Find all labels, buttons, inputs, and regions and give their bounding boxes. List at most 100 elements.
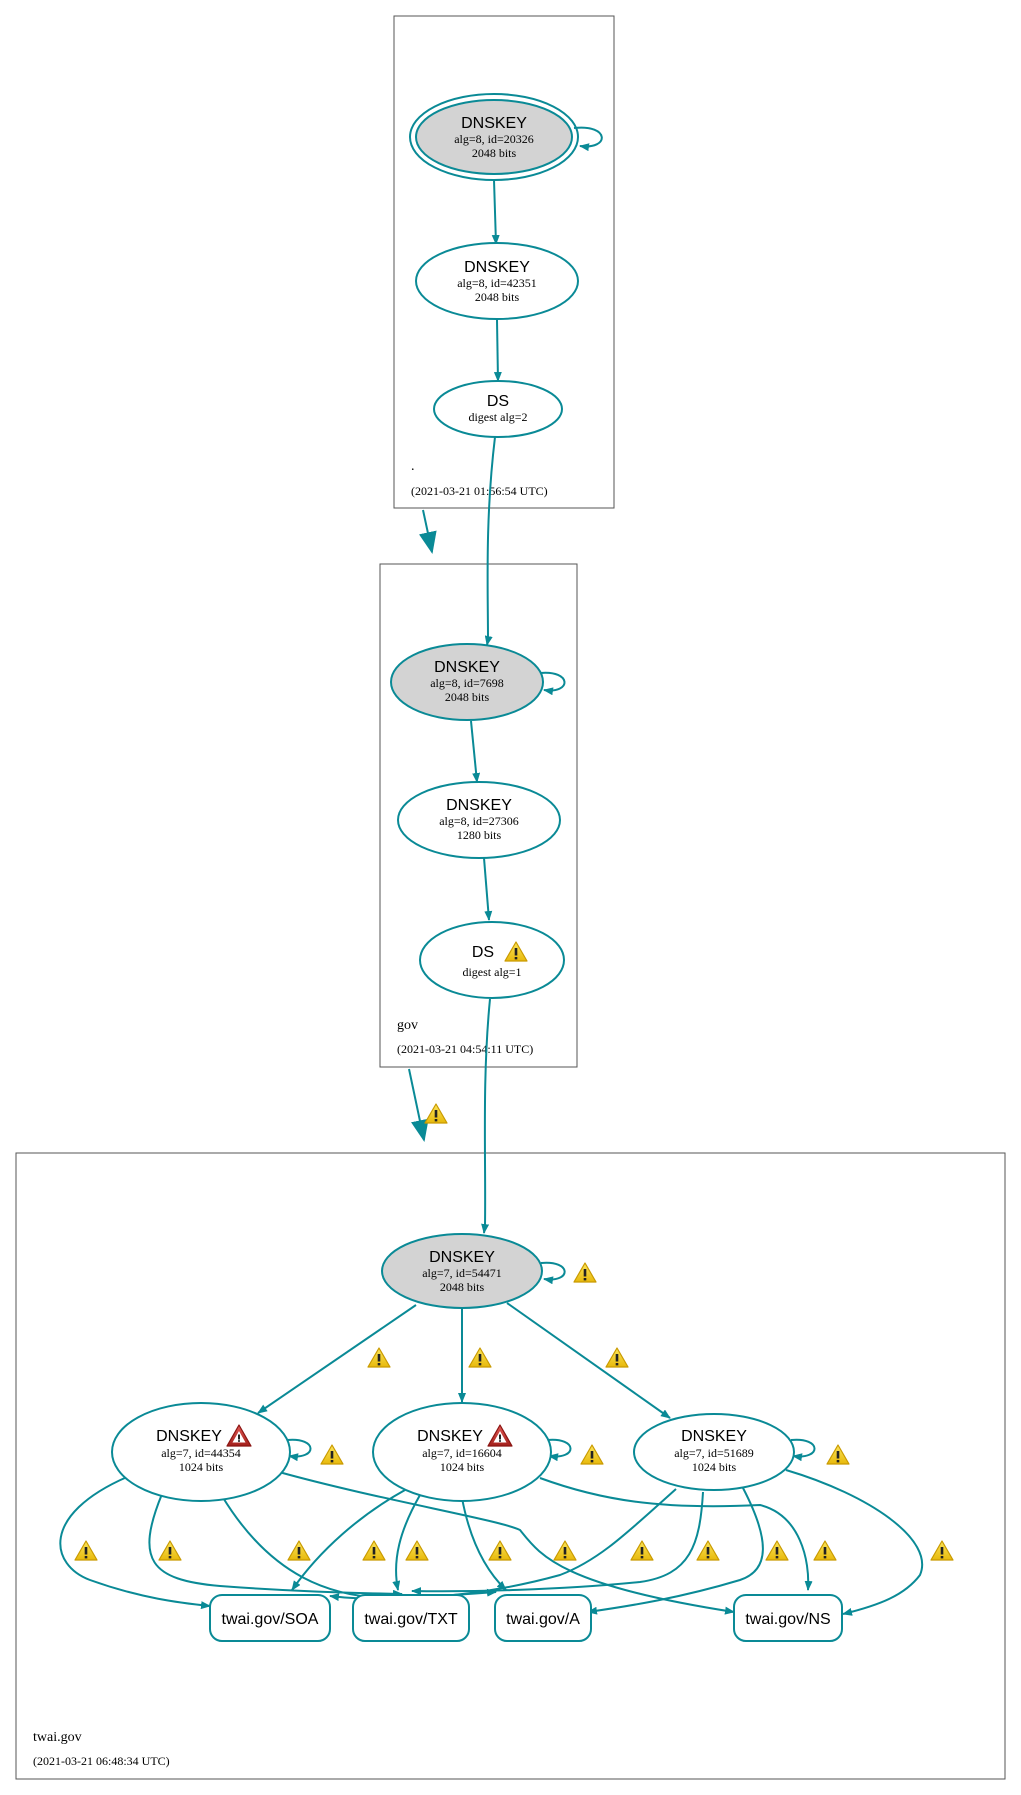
node-twai-zsk2-title: DNSKEY [417,1428,483,1445]
node-gov-ksk-title: DNSKEY [434,659,500,676]
edge-gov-zsk-to-ds [483,857,493,921]
node-twai-zsk1-line1: alg=7, id=44354 [161,1446,241,1460]
node-root-ksk-outer-ring [409,93,579,181]
warning-icon[interactable] [573,1262,597,1283]
warning-icon[interactable] [826,1444,850,1465]
node-gov-ksk[interactable]: DNSKEY alg=8, id=7698 2048 bits [390,643,544,721]
rrset-a[interactable]: twai.gov/A [494,1594,592,1642]
node-twai-ksk-shape [381,1233,543,1309]
edge-root-ksk-to-zsk [491,179,500,245]
node-twai-ksk-title: DNSKEY [429,1249,495,1266]
warning-icon[interactable] [580,1444,604,1465]
edge-zsk2-to-soa [291,1489,406,1591]
rrset-ns[interactable]: twai.gov/NS [733,1594,843,1642]
warning-icon[interactable] [320,1444,344,1465]
warning-icon[interactable] [813,1540,837,1561]
edge-zsk2-to-a [461,1497,507,1591]
node-gov-ksk-line1: alg=8, id=7698 [430,676,504,690]
warning-icon[interactable] [630,1540,654,1561]
edge-zsk3-to-ns [785,1469,923,1616]
rrset-ns-label: twai.gov/NS [745,1611,830,1628]
node-twai-zsk3-shape [633,1413,795,1491]
edge-gov-ksk-to-zsk [470,720,481,783]
node-twai-zsk1-line2: 1024 bits [179,1460,224,1474]
edge-gov-ksk-self [539,671,566,696]
node-root-ksk-line1: alg=8, id=20326 [454,132,534,146]
warning-icon[interactable] [696,1540,720,1561]
node-twai-zsk2[interactable]: DNSKEY alg=7, id=16604 1024 bits [372,1402,552,1502]
edge-twai-zsk1-self [286,1438,312,1462]
rrset-soa-label: twai.gov/SOA [222,1611,319,1628]
node-root-ds[interactable]: DS digest alg=2 [433,380,563,438]
edge-zsk3-to-a [587,1487,764,1615]
node-root-ksk-title: DNSKEY [461,115,527,132]
zone-name-twai-gov: twai.gov [33,1730,82,1745]
edge-root-ksk-self [573,126,603,152]
delegation-edge-gov-to-twai [408,1068,429,1142]
node-twai-ksk[interactable]: DNSKEY alg=7, id=54471 2048 bits [381,1233,543,1309]
rrset-txt[interactable]: twai.gov/TXT [352,1594,470,1642]
zone-timestamp-root: (2021-03-21 01:56:54 UTC) [411,484,548,498]
node-gov-zsk-shape [397,781,561,859]
edge-zsk1-to-ns [278,1471,735,1615]
node-gov-zsk-line2: 1280 bits [457,828,502,842]
node-root-ksk-line2: 2048 bits [472,146,517,160]
edge-zsk2-to-ns [539,1477,813,1591]
edge-twai-ksk-to-zsk1 [257,1304,417,1414]
zone-name-gov: gov [397,1018,418,1033]
warning-icon[interactable] [74,1540,98,1561]
warning-icon[interactable] [362,1540,386,1561]
warning-icon[interactable] [553,1540,577,1561]
node-twai-zsk3[interactable]: DNSKEY alg=7, id=51689 1024 bits [633,1413,795,1491]
warning-icon[interactable] [158,1540,182,1561]
warning-icon[interactable] [930,1540,954,1561]
warning-icon[interactable] [405,1540,429,1561]
zone-box-twai-gov [15,1152,1006,1780]
node-gov-zsk[interactable]: DNSKEY alg=8, id=27306 1280 bits [397,781,561,859]
edge-zsk3-to-txt [411,1491,704,1596]
node-root-zsk[interactable]: DNSKEY alg=8, id=42351 2048 bits [415,242,579,320]
node-root-ds-line1: digest alg=2 [468,410,527,424]
rrset-a-shape [494,1594,592,1642]
node-root-zsk-line1: alg=8, id=42351 [457,276,537,290]
edge-twai-ksk-to-zsk3 [506,1302,671,1419]
zone-timestamp-gov: (2021-03-21 04:54:11 UTC) [397,1042,533,1056]
edge-twai-zsk3-self [790,1438,816,1462]
node-root-ds-shape [433,380,563,438]
zone-name-root: . [411,459,415,474]
edge-gov-ds-to-twai-ksk [481,998,491,1234]
edge-zsk1-to-txt [148,1493,403,1598]
node-gov-ds-line1: digest alg=1 [462,965,521,979]
edge-twai-ksk-self [540,1261,566,1285]
node-root-ksk-shape [415,99,573,175]
node-gov-ksk-line2: 2048 bits [445,690,490,704]
node-gov-zsk-title: DNSKEY [446,797,512,814]
node-twai-zsk1-shape [111,1402,291,1502]
node-twai-zsk3-line1: alg=7, id=51689 [674,1446,754,1460]
node-gov-ds[interactable]: DS digest alg=1 [419,921,565,999]
node-root-zsk-line2: 2048 bits [475,290,520,304]
node-root-zsk-shape [415,242,579,320]
warning-icon[interactable] [367,1347,391,1368]
warning-icon[interactable] [765,1540,789,1561]
edge-root-ds-to-gov-ksk [484,436,496,646]
node-twai-zsk1-title: DNSKEY [156,1428,222,1445]
node-gov-ksk-shape [390,643,544,721]
warning-icon[interactable] [605,1347,629,1368]
node-twai-ksk-line1: alg=7, id=54471 [422,1266,502,1280]
node-twai-zsk1[interactable]: DNSKEY alg=7, id=44354 1024 bits [111,1402,291,1502]
warning-icon[interactable] [488,1540,512,1561]
node-gov-ds-title: DS [472,944,494,961]
node-gov-zsk-line1: alg=8, id=27306 [439,814,519,828]
node-root-ds-title: DS [487,393,509,410]
node-root-ksk[interactable]: DNSKEY alg=8, id=20326 2048 bits [409,93,579,181]
rrset-soa[interactable]: twai.gov/SOA [209,1594,331,1642]
edge-zsk1-to-soa [59,1476,211,1610]
warning-icon[interactable] [287,1540,311,1561]
rrset-txt-shape [352,1594,470,1642]
node-gov-ds-shape [419,921,565,999]
warning-icon[interactable] [424,1103,448,1124]
warning-icon[interactable] [468,1347,492,1368]
rrset-a-label: twai.gov/A [506,1611,580,1628]
